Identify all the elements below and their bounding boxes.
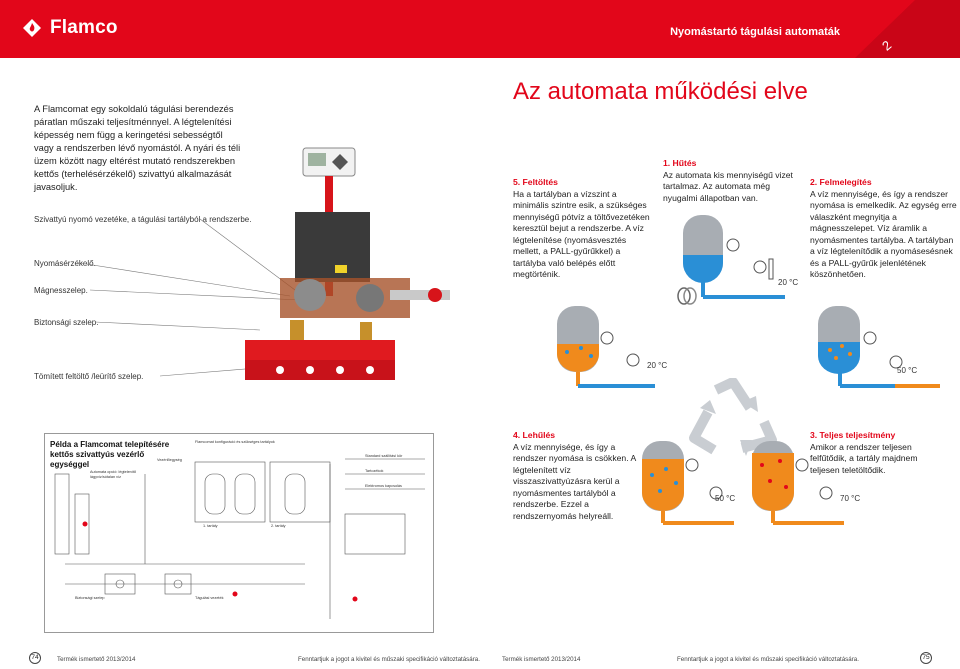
tank-stage-3 bbox=[752, 441, 844, 525]
footer-left-catalog: Termék ismertető 2013/2014 bbox=[57, 656, 136, 663]
temp-3: 70 °C bbox=[840, 494, 861, 503]
diagram-label-4: 1. tartály bbox=[203, 524, 218, 528]
recycle-icon bbox=[689, 378, 777, 456]
diagram-title: Példa a Flamcomat telepítésére kettős sz… bbox=[50, 440, 170, 469]
footer-right-rights: Fenntartjuk a jogot a kivitel és műszaki… bbox=[677, 656, 859, 663]
pall-ring-icon bbox=[677, 287, 697, 305]
diagram-label-5: 2. tartály bbox=[271, 524, 286, 528]
diagram-label-8: Elektromos kapcsolás bbox=[365, 484, 402, 488]
stage-1-text: 1. Hűtés Az automata kis mennyiségű vize… bbox=[663, 158, 803, 204]
stage-5-body: Ha a tartályban a vízszint a minimális s… bbox=[513, 188, 650, 280]
stage-4-text: 4. Lehűlés A víz mennyisége, és így a re… bbox=[513, 430, 643, 522]
flamco-logo-icon bbox=[23, 19, 41, 37]
diagram-label-9: Biztonsági szelep bbox=[75, 596, 105, 600]
tank-stage-2 bbox=[818, 306, 940, 388]
diagram-label-7: Tartozékok bbox=[365, 469, 384, 473]
diagram-label-3: Vezérlőegység bbox=[157, 458, 182, 462]
stage-3-text: 3. Teljes teljesítmény Amikor a rendszer… bbox=[810, 430, 940, 476]
label-solenoid: Mágnesszelep. bbox=[34, 286, 88, 295]
tank-stage-4 bbox=[642, 441, 734, 525]
diagram-label-2: Flamcomat konfiguráció és szükséges tart… bbox=[195, 440, 275, 444]
label-safety: Biztonsági szelep. bbox=[34, 318, 99, 327]
footer-left-rights: Fenntartjuk a jogot a kivitel és műszaki… bbox=[298, 656, 480, 663]
stage-4-body: A víz mennyisége, és így a rendszer nyom… bbox=[513, 441, 636, 521]
header-bar: Flamco Nyomástartó tágulási automaták 2 bbox=[0, 0, 960, 58]
intro-paragraph: A Flamcomat egy sokoldalú tágulási beren… bbox=[34, 104, 241, 192]
stage-2-body: A víz mennyisége, és így a rendszer nyom… bbox=[810, 188, 957, 280]
diagram-label-10: Tágulási vezeték bbox=[195, 596, 224, 600]
label-sensor: Nyomásérzékelő. bbox=[34, 259, 96, 268]
stage-5-text: 5. Feltöltés Ha a tartályban a vízszint … bbox=[513, 177, 653, 281]
stage-1-body: Az automata kis mennyiségű vizet tartalm… bbox=[663, 169, 793, 203]
footer-left-page: 74 bbox=[29, 652, 41, 664]
diagram-schematic bbox=[54, 458, 425, 619]
diagram-label-6: Standard szállítási kör bbox=[365, 454, 403, 458]
stage-4-heading: 4. Lehűlés bbox=[513, 430, 556, 440]
stage-1-heading: 1. Hűtés bbox=[663, 158, 697, 168]
stage-2-heading: 2. Felmelegítés bbox=[810, 177, 872, 187]
stage-2-text: 2. Felmelegítés A víz mennyisége, és így… bbox=[810, 177, 958, 281]
header-title: Nyomástartó tágulási automaták bbox=[670, 26, 840, 38]
stage-3-body: Amikor a rendszer teljesen felfűtődik, a… bbox=[810, 441, 918, 475]
brand-name: Flamco bbox=[50, 17, 118, 38]
footer-right-catalog: Termék ismertető 2013/2014 bbox=[502, 656, 581, 663]
stage-5-heading: 5. Feltöltés bbox=[513, 177, 558, 187]
stage-3-heading: 3. Teljes teljesítmény bbox=[810, 430, 896, 440]
temp-2: 50 °C bbox=[897, 366, 918, 375]
temp-4: 50 °C bbox=[715, 494, 736, 503]
label-pump: Szivattyú nyomó vezetéke, a tágulási tar… bbox=[34, 215, 252, 224]
flamcomat-unit-image bbox=[245, 147, 450, 380]
installation-diagram: Példa a Flamcomat telepítésére kettős sz… bbox=[44, 433, 434, 633]
page-title: Az automata működési elve bbox=[513, 78, 808, 105]
temp-5: 20 °C bbox=[647, 361, 668, 370]
tank-stage-5 bbox=[557, 306, 655, 388]
page-tab-decor bbox=[855, 0, 960, 58]
diagram-label-1: Automata opció: légtelenítő lágyvíz/sóta… bbox=[90, 470, 137, 479]
footer-right-page: 75 bbox=[920, 652, 932, 664]
label-fill: Tömített feltöltő /leürítő szelep. bbox=[34, 372, 144, 381]
temp-1: 20 °C bbox=[778, 278, 799, 287]
tank-stage-1 bbox=[683, 215, 785, 299]
